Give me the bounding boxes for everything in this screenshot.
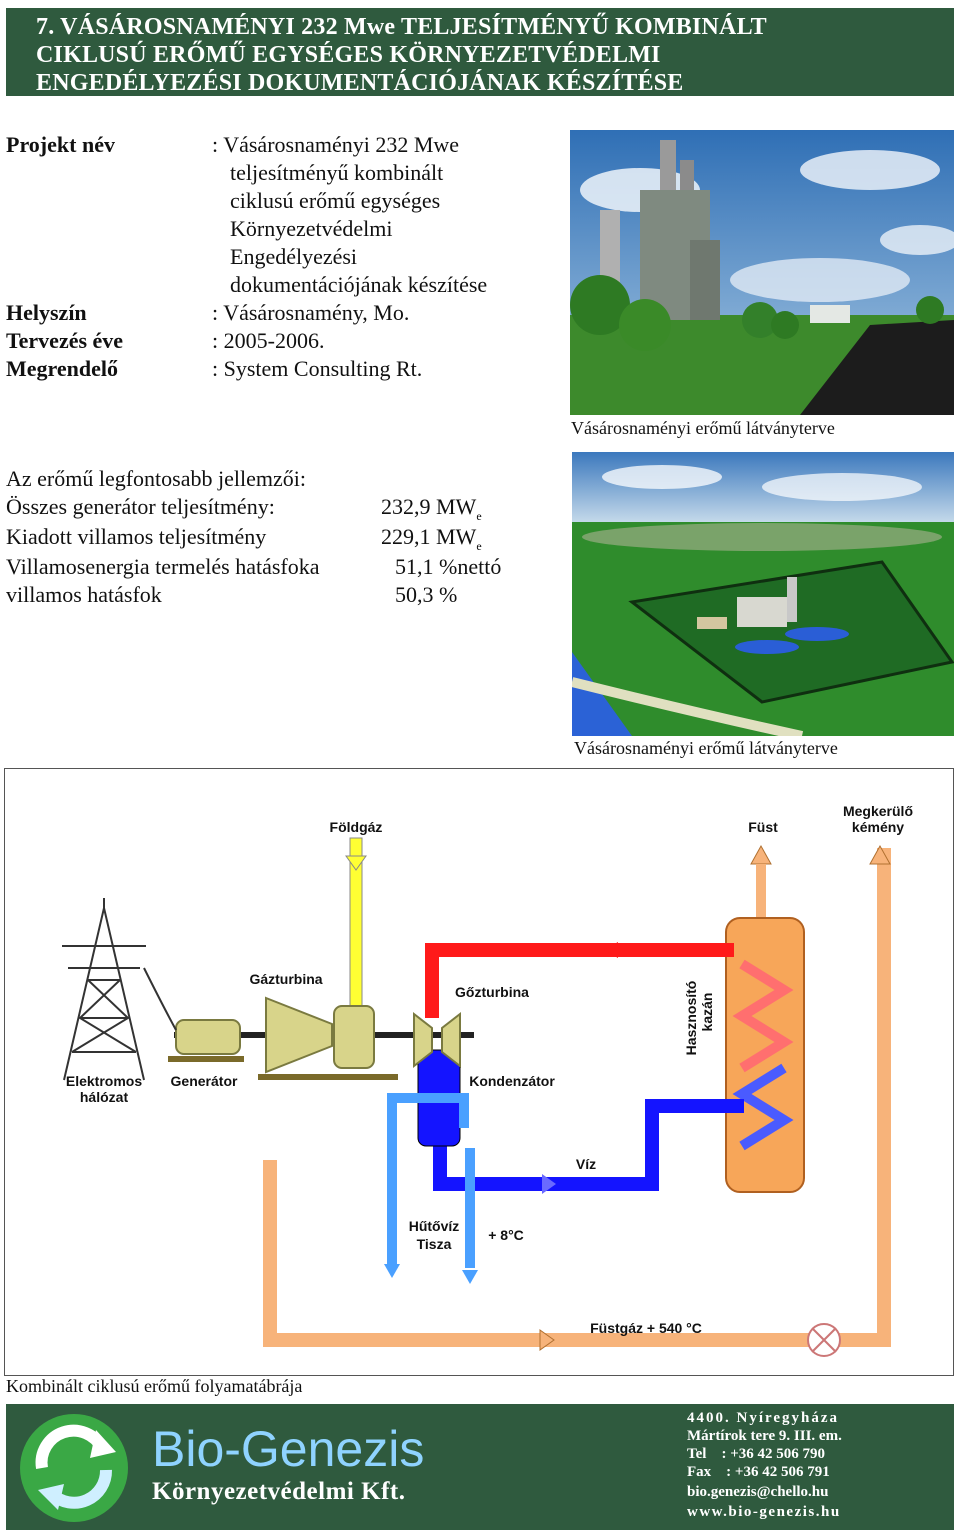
transmission-tower-icon [62, 898, 146, 1081]
label-fustgaz: Füstgáz + 540 °C [590, 1320, 702, 1336]
label-megkerulo-2: kémény [852, 819, 904, 835]
spec-label-4: villamos hatásfok [6, 582, 162, 607]
spec-value-1: 232,9 MWe [381, 494, 482, 523]
plant-rendering-1 [570, 130, 960, 415]
location-value: : Vásárosnamény, Mo. [212, 300, 410, 325]
label-gazturbina: Gázturbina [249, 971, 322, 987]
process-flow-diagram: Földgáz Füst Megkerülő kémény Gázturbina… [4, 768, 954, 1376]
spec-value-2: 229,1 MWe [381, 524, 482, 553]
plant-rendering-2 [570, 452, 955, 741]
contact-address: Mártírok tere 9. III. em. [687, 1428, 842, 1444]
contact-phone: Tel : +36 42 506 790 [687, 1446, 825, 1462]
spec-value-4: 50,3 % [395, 582, 458, 607]
label-gozturbina: Gőzturbina [455, 984, 529, 1000]
label-plus8: + 8°C [488, 1227, 524, 1243]
label-hasznosito-2: kazán [699, 993, 715, 1032]
project-name-label: Projekt név [6, 132, 115, 157]
contact-fax: Fax : +36 42 506 791 [687, 1464, 830, 1480]
brand-name: Bio-Genezis [152, 1421, 425, 1477]
project-name-line-4: Környezetvédelmi [230, 216, 393, 241]
spec-label-1: Összes generátor teljesítmény: [6, 494, 275, 519]
specs-heading: Az erőmű legfontosabb jellemzői: [6, 466, 306, 491]
spec-value-3: 51,1 %nettó [395, 554, 502, 579]
image-2-caption: Vásárosnaményi erőmű látványterve [574, 738, 838, 758]
footer-banner: Bio-Genezis Környezetvédelmi Kft. 4400. … [6, 1404, 954, 1530]
client-value: : System Consulting Rt. [212, 356, 423, 381]
label-viz: Víz [576, 1156, 596, 1172]
diagram-caption: Kombinált ciklusú erőmű folyamatábrája [6, 1376, 303, 1396]
label-elektromos-2: hálózat [80, 1089, 129, 1105]
gas-turbine [265, 996, 333, 1074]
contact-website[interactable]: www.bio-genezis.hu [687, 1504, 841, 1520]
label-fust: Füst [748, 819, 778, 835]
contact-email[interactable]: bio.genezis@chello.hu [687, 1484, 829, 1500]
steam-turbine [413, 1011, 433, 1069]
image-1-caption: Vásárosnaményi erőmű látványterve [571, 418, 835, 438]
label-elektromos-1: Elektromos [66, 1073, 142, 1089]
design-year-value: : 2005-2006. [212, 328, 325, 353]
title-line-3: ENGEDÉLYEZÉSI DOKUMENTÁCIÓJÁNAK KÉSZÍTÉS… [36, 70, 684, 96]
label-kondenzator: Kondenzátor [469, 1073, 555, 1089]
project-name-line-6: dokumentációjának készítése [230, 272, 488, 297]
brand-subtitle: Környezetvédelmi Kft. [152, 1478, 406, 1505]
project-name-line-3: ciklusú erőmű egységes [230, 188, 441, 213]
label-hutoviz-2: Tisza [417, 1236, 452, 1252]
project-name-line-1: : Vásárosnaményi 232 Mwe [212, 132, 460, 157]
spec-label-3: Villamosenergia termelés hatásfoka [6, 554, 320, 579]
label-foldgaz: Földgáz [330, 819, 383, 835]
recycle-logo-icon [12, 1408, 136, 1526]
label-megkerulo-1: Megkerülő [843, 803, 913, 819]
title-line-1: 7. VÁSÁROSNAMÉNYI 232 Mwe TELJESÍTMÉNYŰ … [36, 14, 767, 40]
title-line-2: CIKLUSÚ ERŐMŰ EGYSÉGES KÖRNYEZETVÉDELMI [36, 42, 661, 68]
client-label: Megrendelő [6, 356, 119, 381]
label-generator: Generátor [171, 1073, 238, 1089]
spec-label-2: Kiadott villamos teljesítmény [6, 524, 267, 549]
design-year-label: Tervezés éve [6, 328, 124, 353]
title-banner: 7. VÁSÁROSNAMÉNYI 232 Mwe TELJESÍTMÉNYŰ … [6, 8, 954, 96]
project-name-line-5: Engedélyezési [230, 244, 358, 269]
label-hutoviz-1: Hűtővíz [409, 1218, 460, 1234]
generator [175, 1019, 241, 1055]
label-hasznosito-1: Hasznosító [683, 981, 699, 1056]
project-name-line-2: teljesítményű kombinált [230, 160, 444, 185]
contact-city: 4400. Nyíregyháza [687, 1410, 840, 1426]
location-label: Helyszín [6, 300, 87, 325]
